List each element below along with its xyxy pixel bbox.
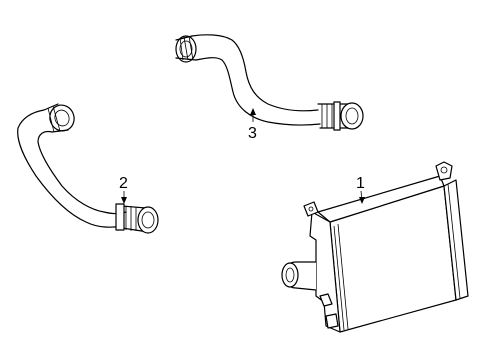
callout-3-label: 3 bbox=[248, 125, 257, 142]
upper-hose-part-3 bbox=[175, 34, 364, 131]
intercooler-part-1 bbox=[281, 161, 469, 333]
callout-2-label: 2 bbox=[119, 175, 128, 192]
callout-1-label: 1 bbox=[356, 175, 365, 192]
callout-2: 2 bbox=[119, 175, 128, 204]
callout-1: 1 bbox=[356, 175, 365, 204]
callout-3: 3 bbox=[248, 108, 257, 142]
lower-hose-part-2 bbox=[17, 103, 159, 234]
